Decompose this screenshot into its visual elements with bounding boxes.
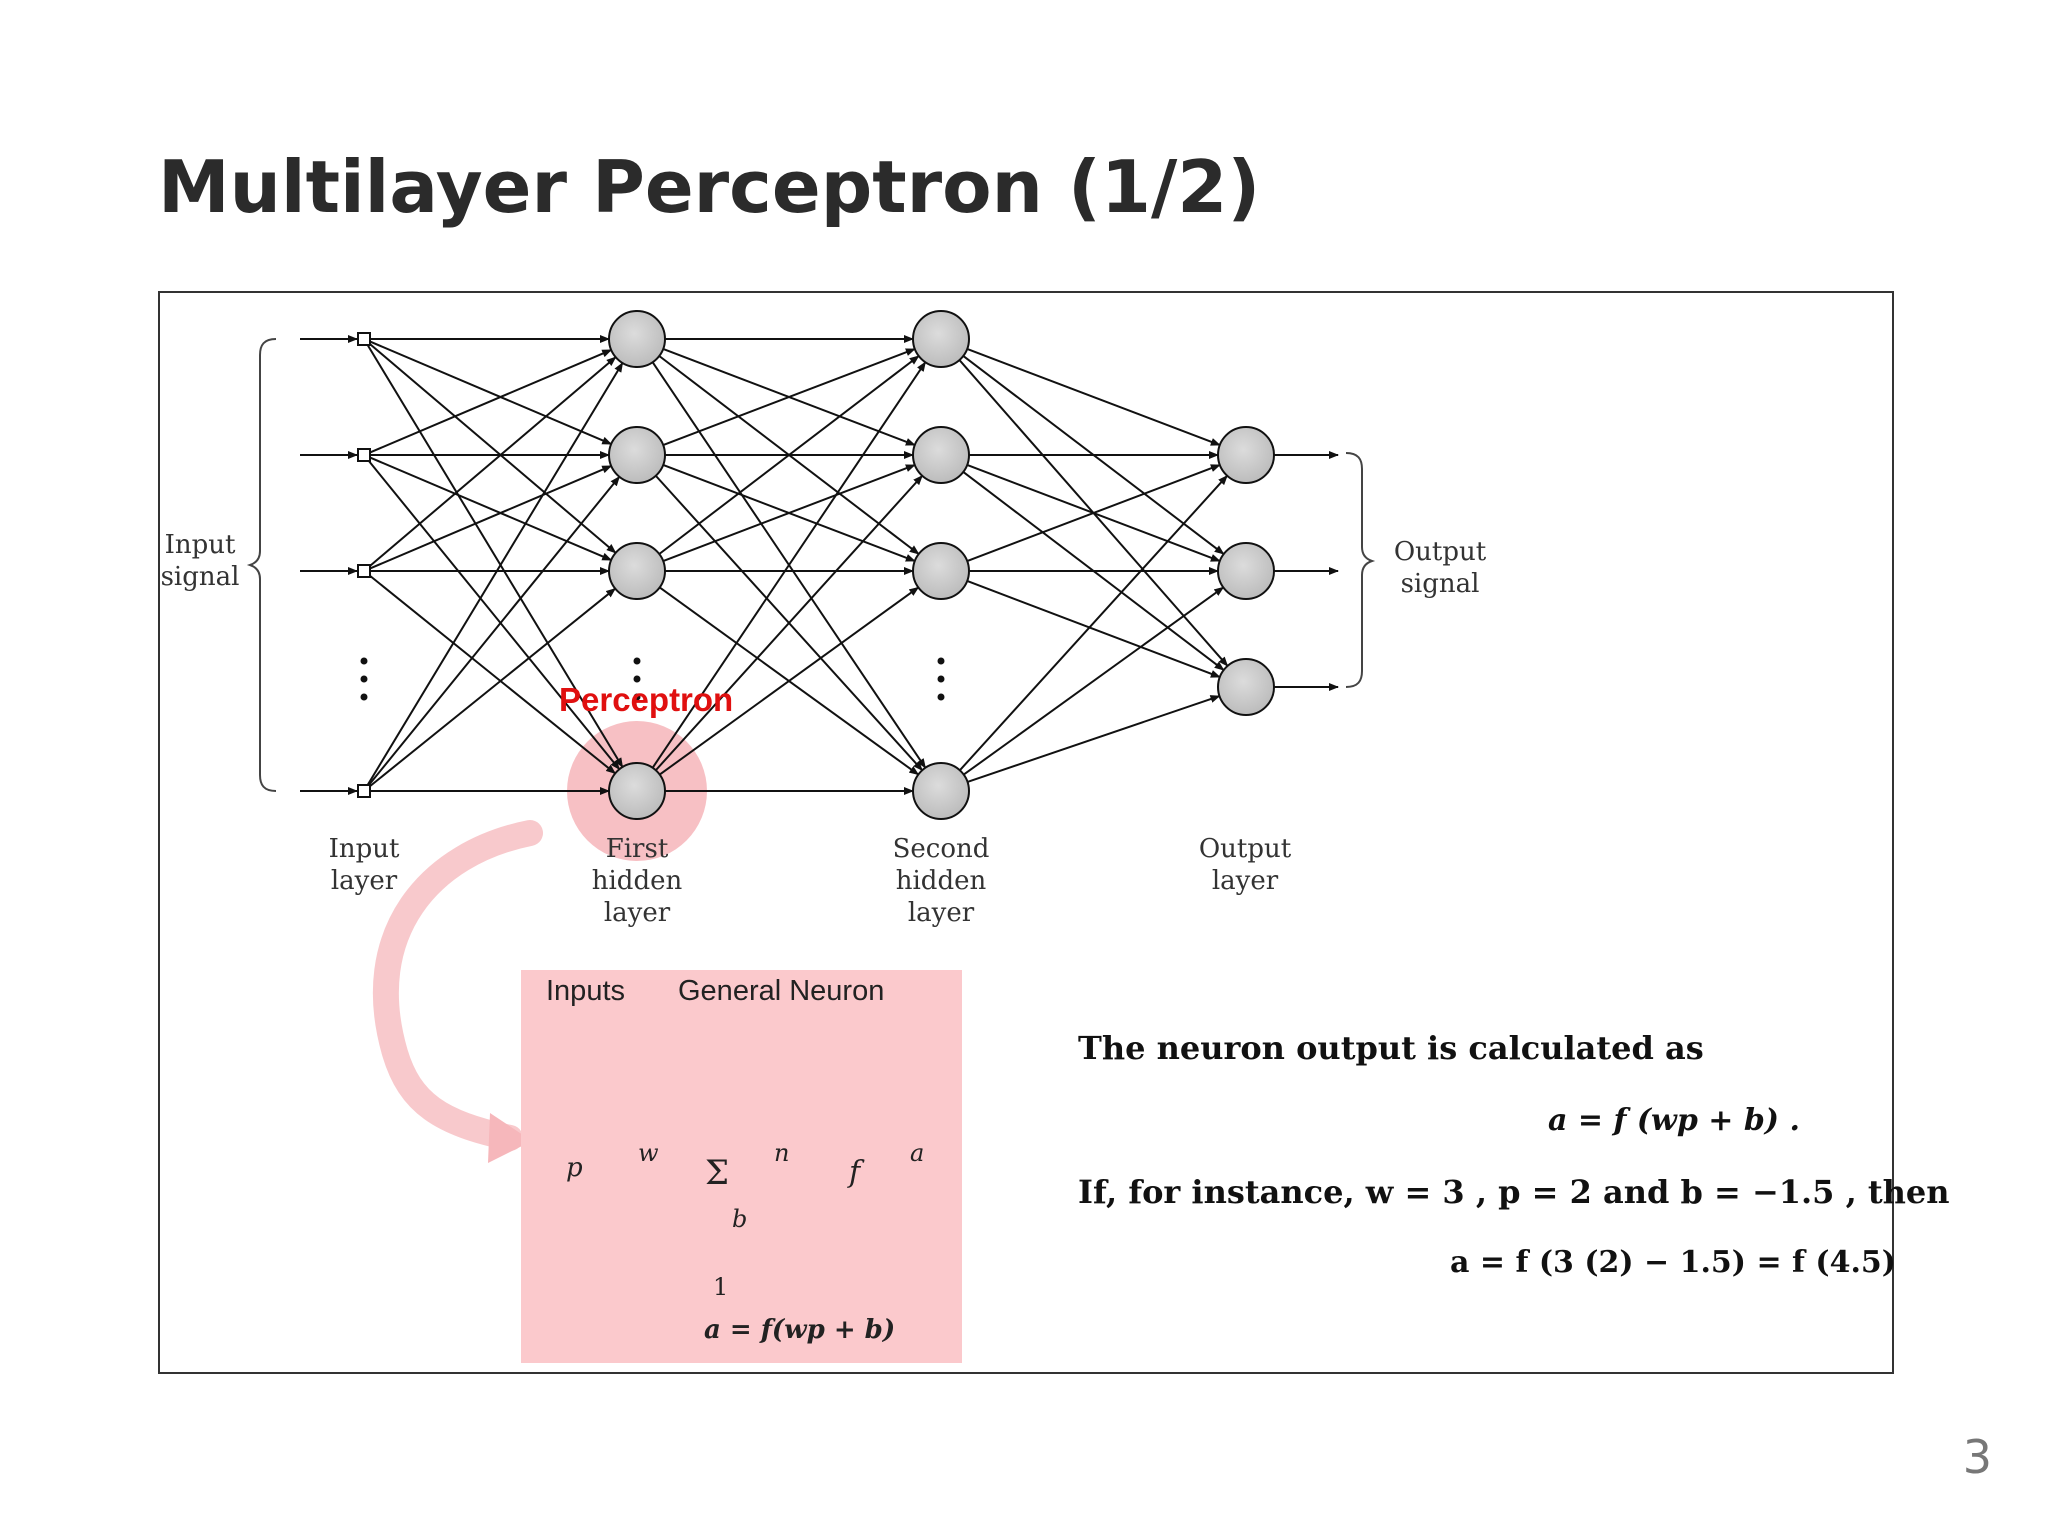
edge-input-h1 bbox=[367, 459, 621, 771]
edge-h2-out bbox=[959, 474, 1228, 771]
general-neuron-label: General Neuron bbox=[678, 975, 885, 1007]
hidden2-node bbox=[912, 310, 970, 368]
second-hidden-layer-label: Second hidden layer bbox=[892, 834, 990, 928]
output-layer-label: Output layer bbox=[1198, 834, 1292, 896]
hidden1-node bbox=[608, 310, 666, 368]
inputs-label: Inputs bbox=[546, 975, 625, 1007]
explanation-line2-prefix: If, for instance, bbox=[1078, 1173, 1366, 1211]
n-label: n bbox=[774, 1139, 790, 1167]
w-label: w bbox=[638, 1139, 659, 1167]
input-brace bbox=[246, 338, 277, 792]
ellipsis-hidden1 bbox=[633, 657, 641, 701]
edge-input-h1 bbox=[366, 362, 624, 787]
figure-frame: Input signal Output signal Input layer F… bbox=[158, 291, 1950, 1374]
edge-input-h1 bbox=[367, 356, 617, 568]
hidden2-node bbox=[912, 426, 970, 484]
b-label: b bbox=[732, 1205, 748, 1233]
input-node bbox=[357, 332, 371, 346]
general-neuron-box bbox=[521, 970, 962, 1363]
edge-input-h1 bbox=[369, 465, 613, 570]
equation-1: a = f (wp + b) . bbox=[1548, 1103, 1800, 1138]
ellipsis-hidden2 bbox=[937, 657, 945, 701]
a-label: a bbox=[910, 1139, 925, 1167]
edge-h1-h2 bbox=[662, 464, 916, 562]
hidden1-node bbox=[608, 542, 666, 600]
first-hidden-layer-label: First hidden layer bbox=[591, 834, 683, 928]
edge-input-h1 bbox=[368, 573, 616, 775]
zoom-arrow-head bbox=[488, 1113, 532, 1163]
edge-h2-out bbox=[967, 695, 1221, 783]
input-signal-label: Input signal bbox=[160, 530, 240, 592]
slide-title: Multilayer Perceptron (1/2) bbox=[158, 145, 1261, 229]
explanation-line1: The neuron output is calculated as bbox=[1078, 1029, 1704, 1067]
edge-h2-out bbox=[966, 348, 1221, 446]
edge-h2-out bbox=[966, 580, 1221, 678]
f-symbol: f bbox=[849, 1155, 861, 1190]
edge-input-h1 bbox=[369, 349, 613, 454]
p-label: p bbox=[566, 1153, 583, 1183]
hidden2-node bbox=[912, 762, 970, 820]
sum-symbol: Σ bbox=[705, 1153, 730, 1193]
equation-2: a = f (3 (2) − 1.5) = f (4.5) bbox=[1450, 1245, 1896, 1280]
hidden2-node bbox=[912, 542, 970, 600]
output-node bbox=[1217, 542, 1275, 600]
edge-h1-h2 bbox=[658, 355, 920, 555]
edge-input-h1 bbox=[367, 475, 621, 787]
explanation-line2-values: w = 3 , p = 2 and b = −1.5 , then bbox=[1365, 1173, 1950, 1211]
nodes bbox=[357, 310, 1275, 820]
edge-input-h1 bbox=[368, 587, 616, 789]
edge-h1-h2 bbox=[662, 348, 916, 446]
page-number: 3 bbox=[1962, 1430, 1992, 1484]
neuron-formula: a = f(wp + b) bbox=[704, 1315, 896, 1345]
ellipsis-input bbox=[360, 657, 368, 701]
input-node bbox=[357, 448, 371, 462]
edge-input-h1 bbox=[367, 342, 617, 554]
zoom-arrow bbox=[372, 820, 543, 1151]
edge-input-h1 bbox=[366, 343, 624, 768]
edge-h2-out bbox=[963, 586, 1225, 776]
input-node bbox=[357, 564, 371, 578]
input-node bbox=[357, 784, 371, 798]
edge-h1-h2 bbox=[659, 586, 920, 776]
one-label: 1 bbox=[713, 1273, 729, 1301]
perceptron-node bbox=[608, 762, 666, 820]
hidden1-node bbox=[608, 426, 666, 484]
edge-h1-h2 bbox=[651, 361, 927, 769]
output-signal-label: Output signal bbox=[1393, 537, 1487, 599]
edge-input-h1 bbox=[369, 456, 613, 561]
edge-h2-out bbox=[966, 464, 1221, 562]
output-node bbox=[1217, 658, 1275, 716]
output-node bbox=[1217, 426, 1275, 484]
edge-input-h1 bbox=[369, 340, 613, 445]
output-brace bbox=[1345, 452, 1376, 688]
explanation-line2: If, for instance, w = 3 , p = 2 and b = … bbox=[1078, 1173, 1950, 1211]
connections bbox=[300, 335, 1339, 795]
edge-h1-h2 bbox=[655, 475, 923, 771]
input-layer-label: Input layer bbox=[328, 834, 400, 896]
perceptron-label: Perceptron bbox=[559, 681, 734, 718]
